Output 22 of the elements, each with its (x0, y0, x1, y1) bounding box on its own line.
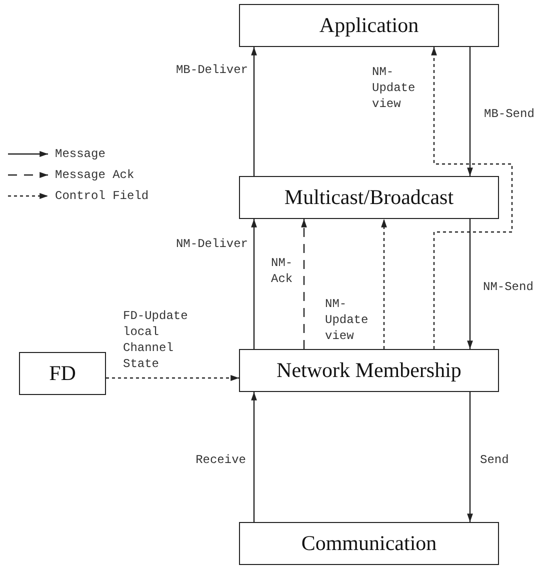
arrow (251, 392, 257, 522)
process-box (239, 176, 499, 219)
arrow (467, 219, 473, 349)
arrow (251, 47, 257, 176)
box-label: Multicast/Broadcast (284, 185, 454, 210)
process-box (19, 352, 106, 395)
legend-label: Message (55, 146, 106, 162)
arrow (301, 219, 307, 349)
box-label: Network Membership (276, 358, 462, 383)
arrow (381, 219, 387, 349)
arrow (251, 219, 257, 349)
arrow (467, 392, 473, 522)
process-box (239, 522, 499, 565)
box-label: Application (319, 13, 419, 38)
legend-label: Message Ack (55, 167, 134, 183)
box-label: FD (49, 361, 76, 386)
process-box (239, 349, 499, 392)
arrow (106, 375, 239, 381)
arrow (467, 47, 473, 176)
process-box (239, 4, 499, 47)
box-label: Communication (301, 531, 437, 556)
arrow (431, 47, 513, 349)
